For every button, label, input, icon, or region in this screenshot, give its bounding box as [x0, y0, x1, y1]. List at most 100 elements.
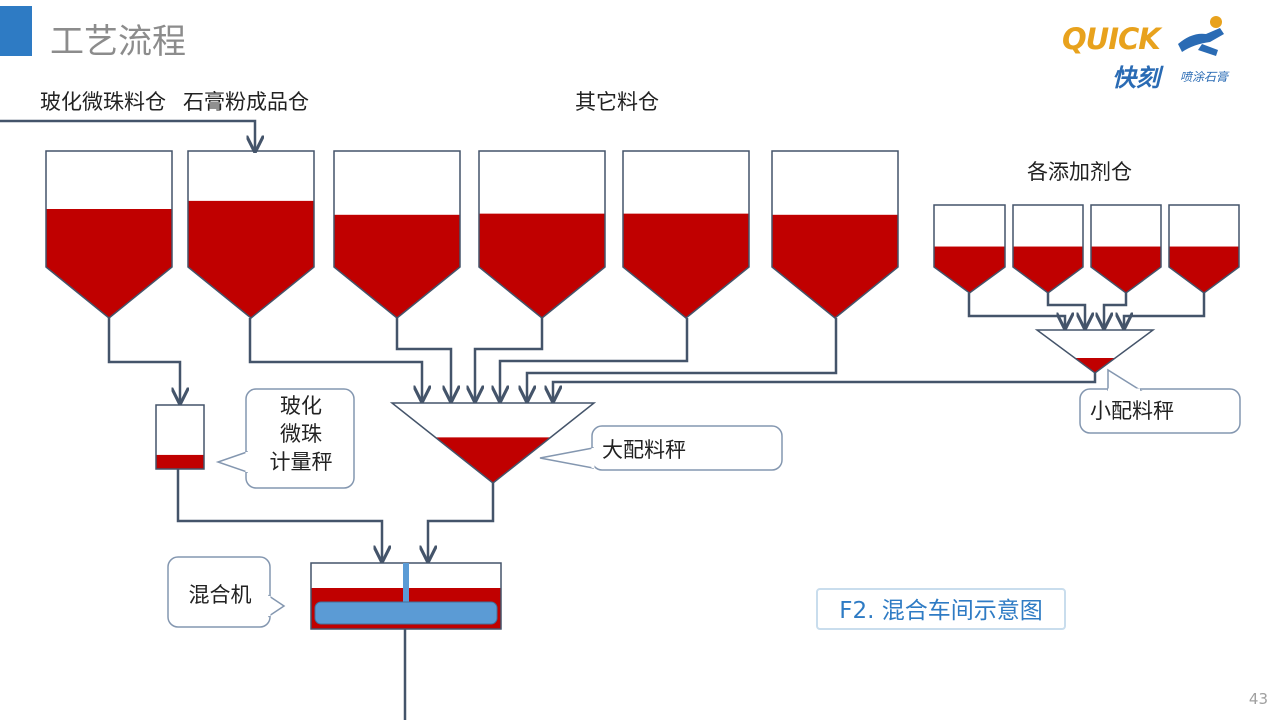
- perlite-metering-scale: [155, 404, 205, 470]
- perlite-silo-label: 玻化微珠料仓: [40, 90, 166, 114]
- perlite-scale-material: [156, 454, 204, 469]
- small-scale-material: [1074, 357, 1116, 373]
- mixer: [310, 562, 502, 630]
- pipe-silo4: [475, 318, 544, 401]
- pipe-additive-2: [1046, 293, 1085, 328]
- logo-chinese: 快刻: [1112, 63, 1160, 92]
- additive-silo-2-material: [1013, 246, 1083, 267]
- runner-icon: [1178, 16, 1224, 56]
- large-scale-outline: [389, 402, 597, 484]
- additive-silo-1: [933, 204, 1006, 294]
- mixer-bubble: [167, 556, 286, 628]
- silo-4-outline: [478, 150, 606, 319]
- perlite-scale-bubble-box: [245, 388, 355, 489]
- silo-3-cone-material: [334, 267, 460, 318]
- large-scale-material: [435, 437, 551, 483]
- small-scale-bubble-pointer: [1107, 368, 1143, 391]
- perlite-scale-text: 玻化 微珠 计量秤: [269, 394, 333, 474]
- additive-silo-2: [1012, 204, 1084, 294]
- silo-5-material: [623, 213, 749, 267]
- additive-silo-3-outline: [1090, 204, 1162, 294]
- large-scale-text: 大配料秤: [602, 438, 686, 462]
- pipe-silo3: [395, 318, 451, 401]
- small-scale-outline: [1034, 329, 1156, 374]
- pipe-silo6: [527, 318, 838, 401]
- silo-2-cone-material: [188, 267, 314, 318]
- logo-subtitle: 喷涂石膏: [1180, 70, 1229, 84]
- pipe-silo5: [500, 318, 689, 401]
- small-scale-text: 小配料秤: [1090, 399, 1174, 423]
- additive-silo-2-cone-material: [1013, 267, 1083, 293]
- additive-silo-4-material: [1169, 246, 1239, 267]
- silo-1-material: [46, 209, 172, 267]
- pipe-large-scale-to-mixer: [428, 483, 495, 561]
- silo-5-cone-material: [623, 267, 749, 318]
- additive-silo-3: [1090, 204, 1162, 294]
- additive-silo-3-cone-material: [1091, 267, 1161, 293]
- silo-1: [45, 150, 173, 319]
- pipe-silo2: [248, 318, 422, 401]
- silo-3: [333, 150, 461, 319]
- silo-3-outline: [333, 150, 461, 319]
- additive-silo-4: [1168, 204, 1240, 294]
- silo-1-outline: [45, 150, 173, 319]
- additive-silo-1-cone-material: [934, 267, 1005, 293]
- large-scale-callout: 大配料秤: [592, 436, 792, 464]
- pipe-silo1-to-perlite-scale: [107, 318, 180, 403]
- figure-caption: F2. 混合车间示意图: [816, 588, 1066, 630]
- pipe-additive-4: [1124, 293, 1206, 328]
- additive-silo-2-outline: [1012, 204, 1084, 294]
- pipe-perlite-in: [0, 119, 255, 151]
- silo-3-material: [334, 214, 460, 267]
- title-accent-bar: [0, 6, 32, 56]
- silo-6-material: [772, 214, 898, 267]
- silo-2-material: [188, 200, 314, 267]
- small-scale-callout: 小配料秤: [1082, 397, 1248, 425]
- silo-5-outline: [622, 150, 750, 319]
- additive-silos-label: 各添加剂仓: [1027, 160, 1132, 184]
- silo-4-material: [479, 213, 605, 267]
- pipe-additive-1: [967, 293, 1065, 328]
- additive-silo-1-material: [934, 246, 1005, 267]
- additive-silo-1-outline: [933, 204, 1006, 294]
- mixer-shaft: [403, 563, 409, 603]
- mixer-callout: 混合机: [170, 581, 270, 609]
- silo-6-cone-material: [772, 267, 898, 318]
- silo-1-cone-material: [46, 267, 172, 318]
- silo-4: [478, 150, 606, 319]
- additive-silo-3-material: [1091, 246, 1161, 267]
- perlite-scale-callout: 玻化 微珠 计量秤: [248, 392, 354, 476]
- silo-2-outline: [187, 150, 315, 319]
- page-title: 工艺流程: [50, 22, 186, 62]
- small-scale-bubble: [1079, 368, 1241, 434]
- large-scale-bubble-pointer: [539, 447, 594, 469]
- silo-5: [622, 150, 750, 319]
- quick-logo: QUICK 快刻 喷涂石膏: [1060, 12, 1250, 92]
- small-batching-scale: [1034, 329, 1156, 374]
- mixer-bubble-pointer: [268, 594, 286, 618]
- pipe-perlite-to-mixer: [176, 469, 382, 561]
- silo-2: [187, 150, 315, 319]
- logo-word-text: QUICK: [1062, 22, 1161, 56]
- silo-6-outline: [771, 150, 899, 319]
- perlite-scale-bubble-pointer: [215, 450, 248, 474]
- pipe-small-scale-out: [553, 373, 1097, 401]
- mixer-blade: [314, 601, 498, 625]
- logo-word: QUICK: [1062, 22, 1161, 56]
- other-silos-label: 其它料仓: [575, 90, 659, 114]
- small-scale-bubble-box: [1079, 388, 1241, 434]
- additive-silo-4-cone-material: [1169, 267, 1239, 293]
- mixer-bubble-box: [167, 556, 271, 628]
- silo-6: [771, 150, 899, 319]
- large-batching-scale: [389, 402, 597, 484]
- page-number: 43: [1248, 690, 1268, 708]
- perlite-scale-bubble: [215, 388, 355, 489]
- perlite-scale-outline: [155, 404, 205, 470]
- pipe-additive-3: [1104, 293, 1128, 328]
- large-scale-bubble: [539, 425, 783, 471]
- gypsum-silo-label: 石膏粉成品仓: [183, 90, 309, 114]
- silo-4-cone-material: [479, 267, 605, 318]
- mixer-text: 混合机: [188, 583, 252, 607]
- additive-silo-4-outline: [1168, 204, 1240, 294]
